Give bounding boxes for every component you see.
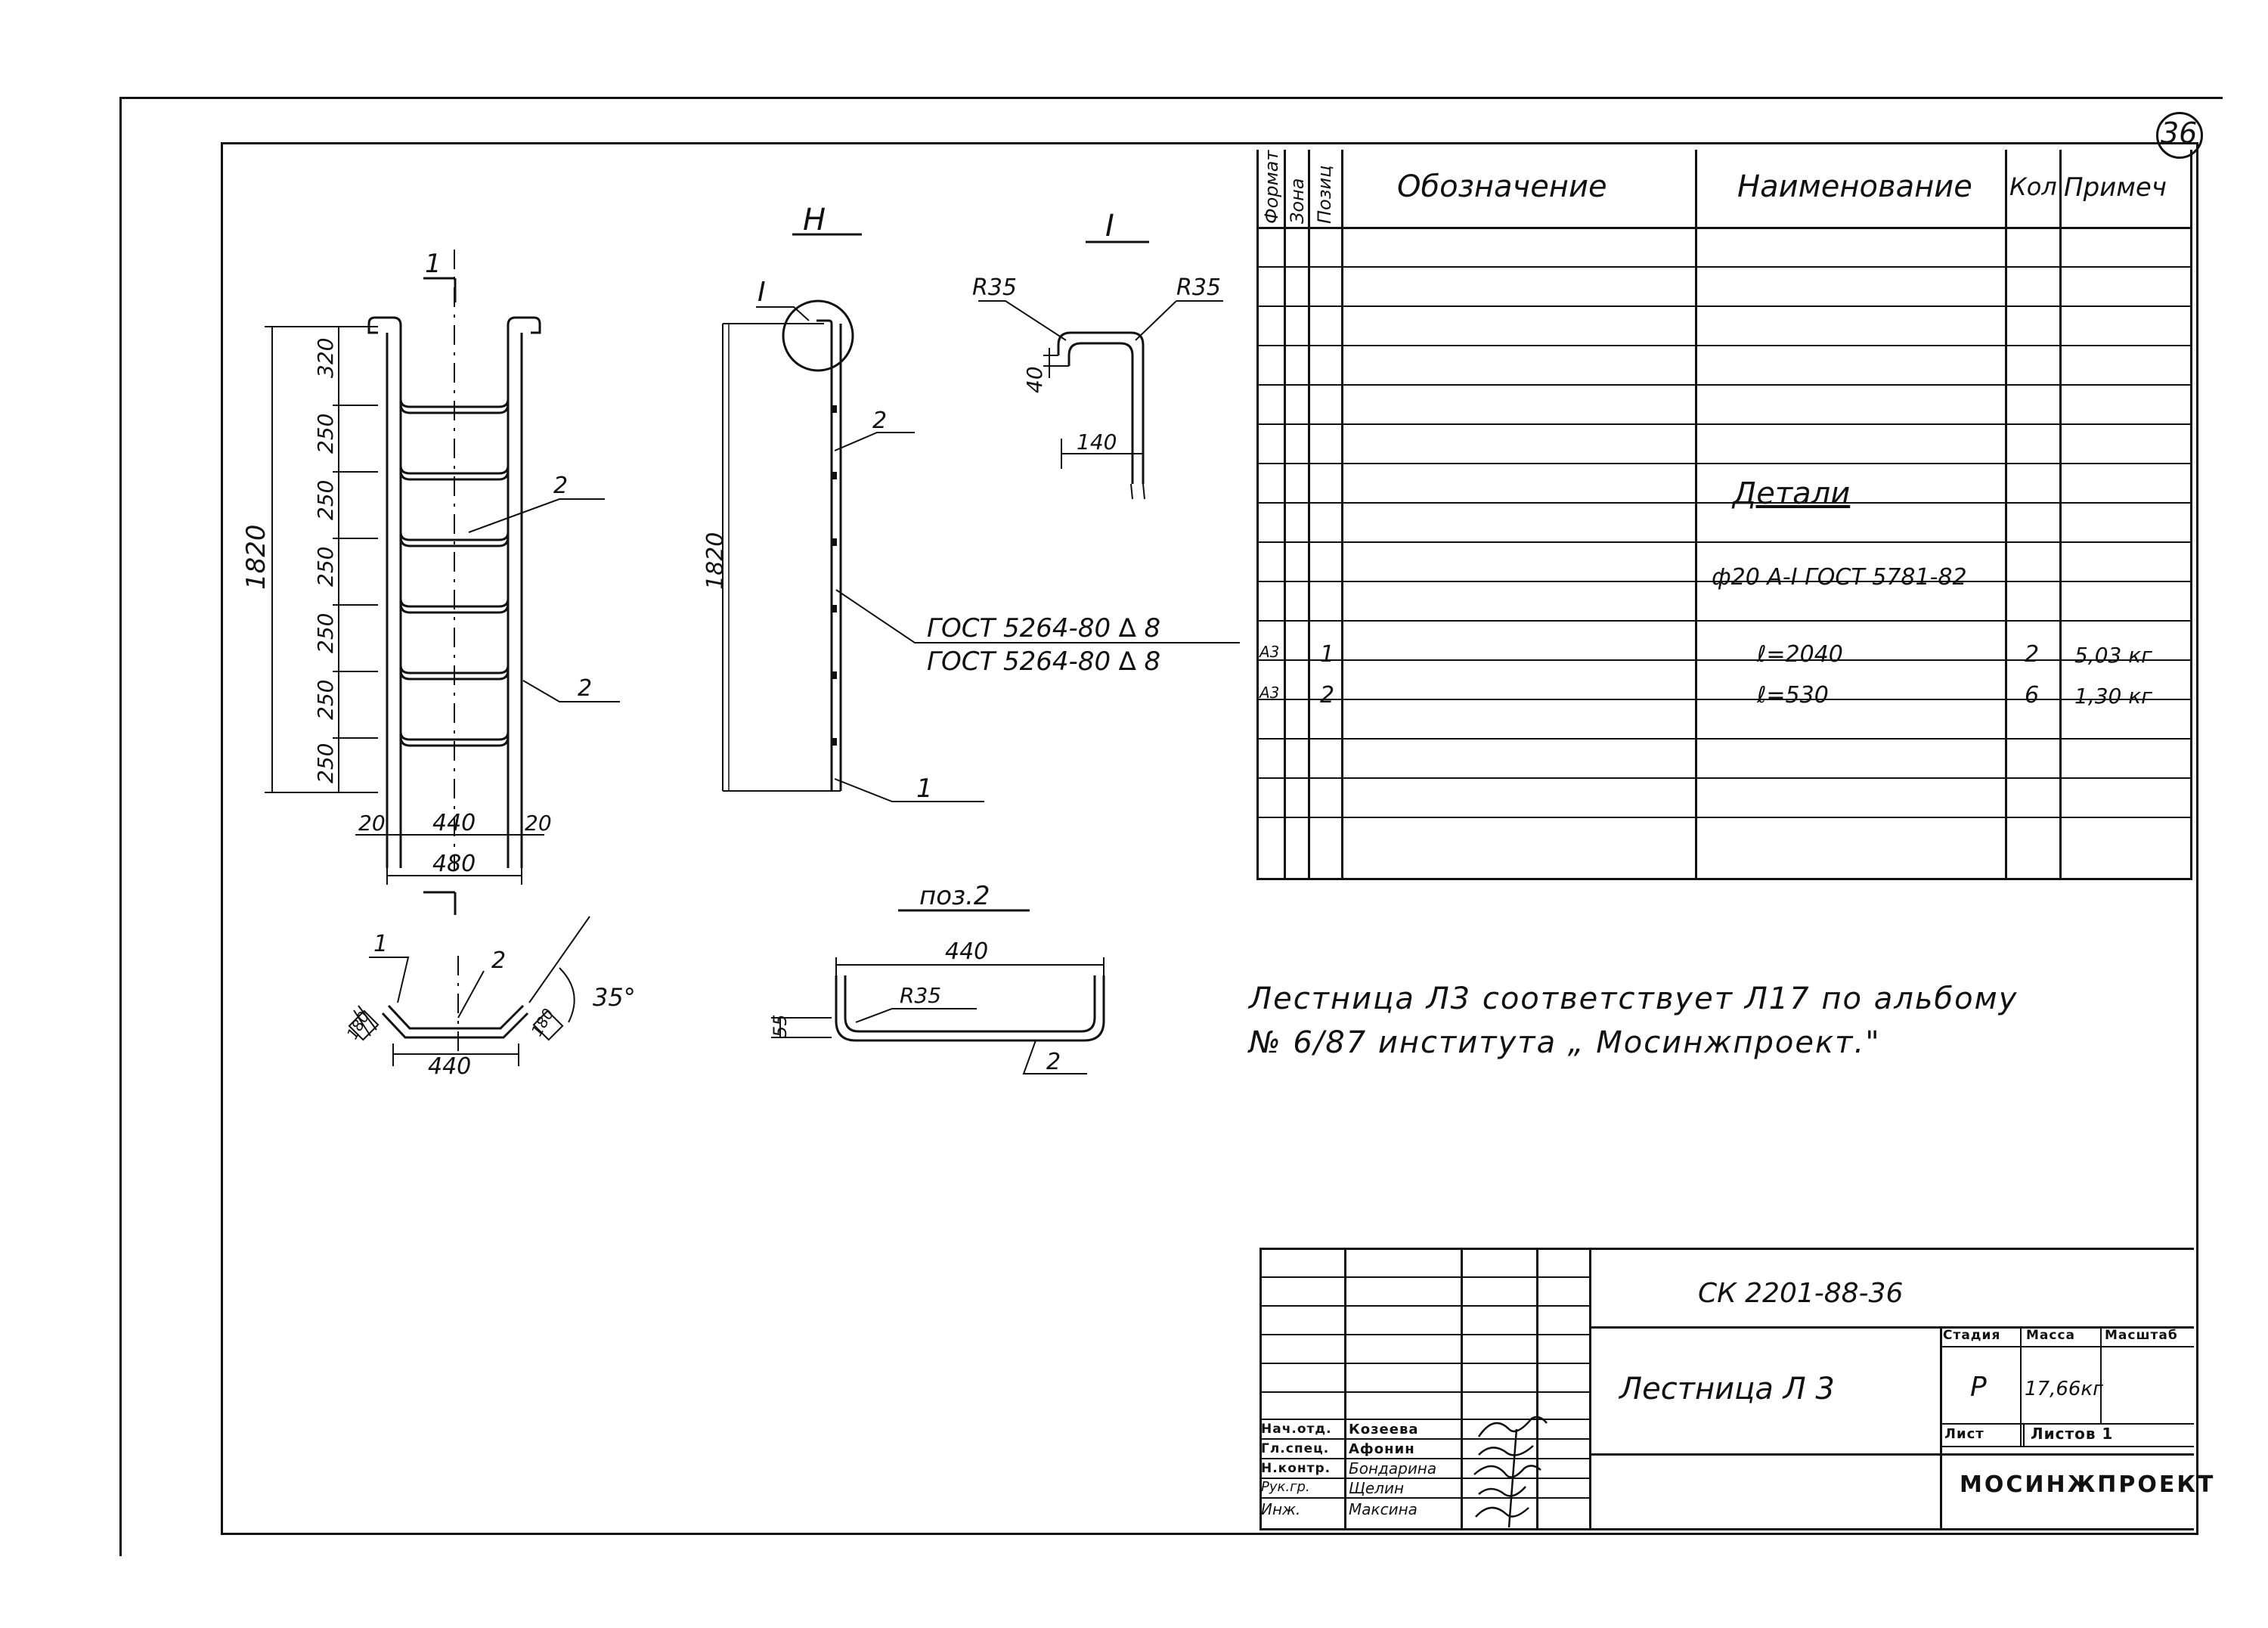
section-callout-1: 1 bbox=[373, 931, 388, 957]
side-view-title: Н bbox=[803, 203, 826, 237]
side-height: 1820 bbox=[702, 532, 729, 590]
signer-name-5: Максина bbox=[1349, 1500, 1418, 1518]
front-step-1: 320 bbox=[313, 338, 338, 378]
detail-I-radius-right: R35 bbox=[1176, 274, 1221, 301]
drawing-frame bbox=[221, 142, 2198, 1535]
header-position: Позиц bbox=[1314, 165, 1335, 224]
row2-qty: 6 bbox=[2025, 682, 2040, 709]
signer-name-3: Бондарина bbox=[1349, 1459, 1437, 1478]
front-step-4: 250 bbox=[313, 547, 338, 587]
side-view-ladder bbox=[722, 233, 1240, 802]
drawings: 1 1820 320 250 250 250 250 250 250 20 44… bbox=[241, 203, 1240, 1080]
front-step-6: 250 bbox=[313, 680, 338, 720]
section-dim-right: 180 bbox=[528, 1005, 558, 1039]
section-1-1 bbox=[348, 916, 590, 1066]
stage-label: Стадия bbox=[1943, 1328, 2001, 1343]
mass-value: 17,66кг bbox=[2025, 1378, 2103, 1400]
pos2-width: 440 bbox=[945, 938, 988, 965]
row2-pos: 2 bbox=[1320, 682, 1335, 709]
side-detail-mark: I bbox=[758, 277, 766, 308]
material-line: ф20 А-I ГОСТ 5781-82 bbox=[1712, 564, 1967, 591]
sheet-label: Лист bbox=[1944, 1426, 1984, 1442]
signer-role-2: Гл.спец. bbox=[1261, 1441, 1330, 1456]
detail-I-dim-horizontal: 140 bbox=[1077, 429, 1117, 454]
row1-pos: 1 bbox=[1320, 641, 1335, 668]
signer-role-1: Нач.отд. bbox=[1261, 1422, 1332, 1437]
front-step-7: 250 bbox=[313, 743, 338, 783]
outer-frame-top bbox=[121, 97, 2223, 99]
organization: МОСИНЖПРОЕКТ bbox=[1960, 1471, 2216, 1498]
mass-label: Масса bbox=[2026, 1328, 2076, 1343]
section-angle: 35° bbox=[593, 983, 636, 1012]
side-callout-1: 1 bbox=[916, 774, 933, 804]
note-line-2: № 6/87 института „ Мосинжпроект." bbox=[1249, 1025, 1881, 1060]
detail-I-radius-left: R35 bbox=[972, 274, 1017, 301]
doc-code: СК 2201-88-36 bbox=[1698, 1278, 1904, 1309]
scale-label: Масштаб bbox=[2105, 1328, 2178, 1343]
front-section-mark: 1 bbox=[425, 249, 442, 279]
header-designation: Обозначение bbox=[1397, 169, 1607, 204]
signer-role-4: Рук.гр. bbox=[1261, 1479, 1310, 1495]
pos2-bar bbox=[771, 909, 1105, 1074]
note-line-1: Лестница Л3 соответствует Л17 по альбому bbox=[1249, 981, 2019, 1016]
front-callout-b: 2 bbox=[578, 675, 592, 702]
weld-note-1: ГОСТ 5264-80 ∆ 8 bbox=[927, 613, 1160, 643]
signer-name-2: Афонин bbox=[1349, 1441, 1415, 1457]
row1-note: 5,03 кг bbox=[2074, 643, 2152, 668]
row1-qty: 2 bbox=[2025, 641, 2040, 668]
side-callout-2: 2 bbox=[872, 408, 887, 434]
signer-name-1: Козеева bbox=[1349, 1422, 1419, 1437]
front-callout-a: 2 bbox=[553, 473, 568, 499]
stage-value: Р bbox=[1970, 1372, 1987, 1403]
signer-role-3: Н.контр. bbox=[1261, 1461, 1331, 1476]
section-dim-left: 180 bbox=[343, 1008, 373, 1042]
front-dim-mid: 440 bbox=[432, 810, 476, 836]
outer-frame-left bbox=[119, 97, 122, 1556]
pos2-callout: 2 bbox=[1046, 1049, 1061, 1075]
signer-role-5: Инж. bbox=[1261, 1500, 1301, 1518]
row1-format: А3 bbox=[1259, 643, 1280, 661]
row2-name: ℓ=530 bbox=[1757, 682, 1829, 709]
header-qty: Кол bbox=[2009, 172, 2057, 201]
pos2-title: поз.2 bbox=[919, 881, 990, 911]
row2-note: 1,30 кг bbox=[2074, 684, 2152, 709]
row2-format: А3 bbox=[1259, 684, 1280, 702]
pos2-radius: R35 bbox=[900, 983, 941, 1008]
front-view-ladder bbox=[265, 250, 620, 915]
section-callout-2: 2 bbox=[491, 947, 506, 974]
front-step-3: 250 bbox=[313, 480, 338, 520]
signatures bbox=[1473, 1416, 1548, 1528]
front-step-2: 250 bbox=[313, 414, 338, 454]
header-name: Наименование bbox=[1737, 169, 1972, 204]
front-dim-right: 20 bbox=[525, 811, 552, 836]
row1-name: ℓ=2040 bbox=[1757, 641, 1843, 668]
front-dim-left: 20 bbox=[358, 811, 386, 836]
doc-title: Лестница Л 3 bbox=[1619, 1372, 1835, 1406]
front-overall-width: 480 bbox=[432, 851, 476, 877]
section-dim-bottom: 440 bbox=[428, 1053, 471, 1080]
sheets-label: Листов 1 bbox=[2031, 1425, 2114, 1443]
title-block: СК 2201-88-36 Лестница Л 3 Стадия Масса … bbox=[1259, 1248, 2213, 1530]
sheet-number: 36 bbox=[2161, 116, 2198, 150]
front-step-5: 250 bbox=[313, 613, 338, 653]
detail-I-dim-vertical: 40 bbox=[1022, 366, 1047, 393]
front-height: 1820 bbox=[241, 524, 271, 590]
detail-I bbox=[978, 240, 1223, 500]
signer-name-4: Щелин bbox=[1349, 1479, 1405, 1497]
detail-I-title: I bbox=[1105, 209, 1114, 243]
weld-note-2: ГОСТ 5264-80 ∆ 8 bbox=[927, 647, 1160, 677]
header-format: Формат bbox=[1261, 150, 1282, 224]
spec-table: Формат Зона Позиц Обозначение Наименован… bbox=[1256, 150, 2192, 880]
header-note: Примеч bbox=[2064, 172, 2167, 203]
sheet-number-circle bbox=[2156, 112, 2203, 159]
section-title: Детали bbox=[1733, 476, 1851, 511]
pos2-height: 55 bbox=[770, 1014, 791, 1037]
header-zone: Зона bbox=[1287, 178, 1308, 224]
